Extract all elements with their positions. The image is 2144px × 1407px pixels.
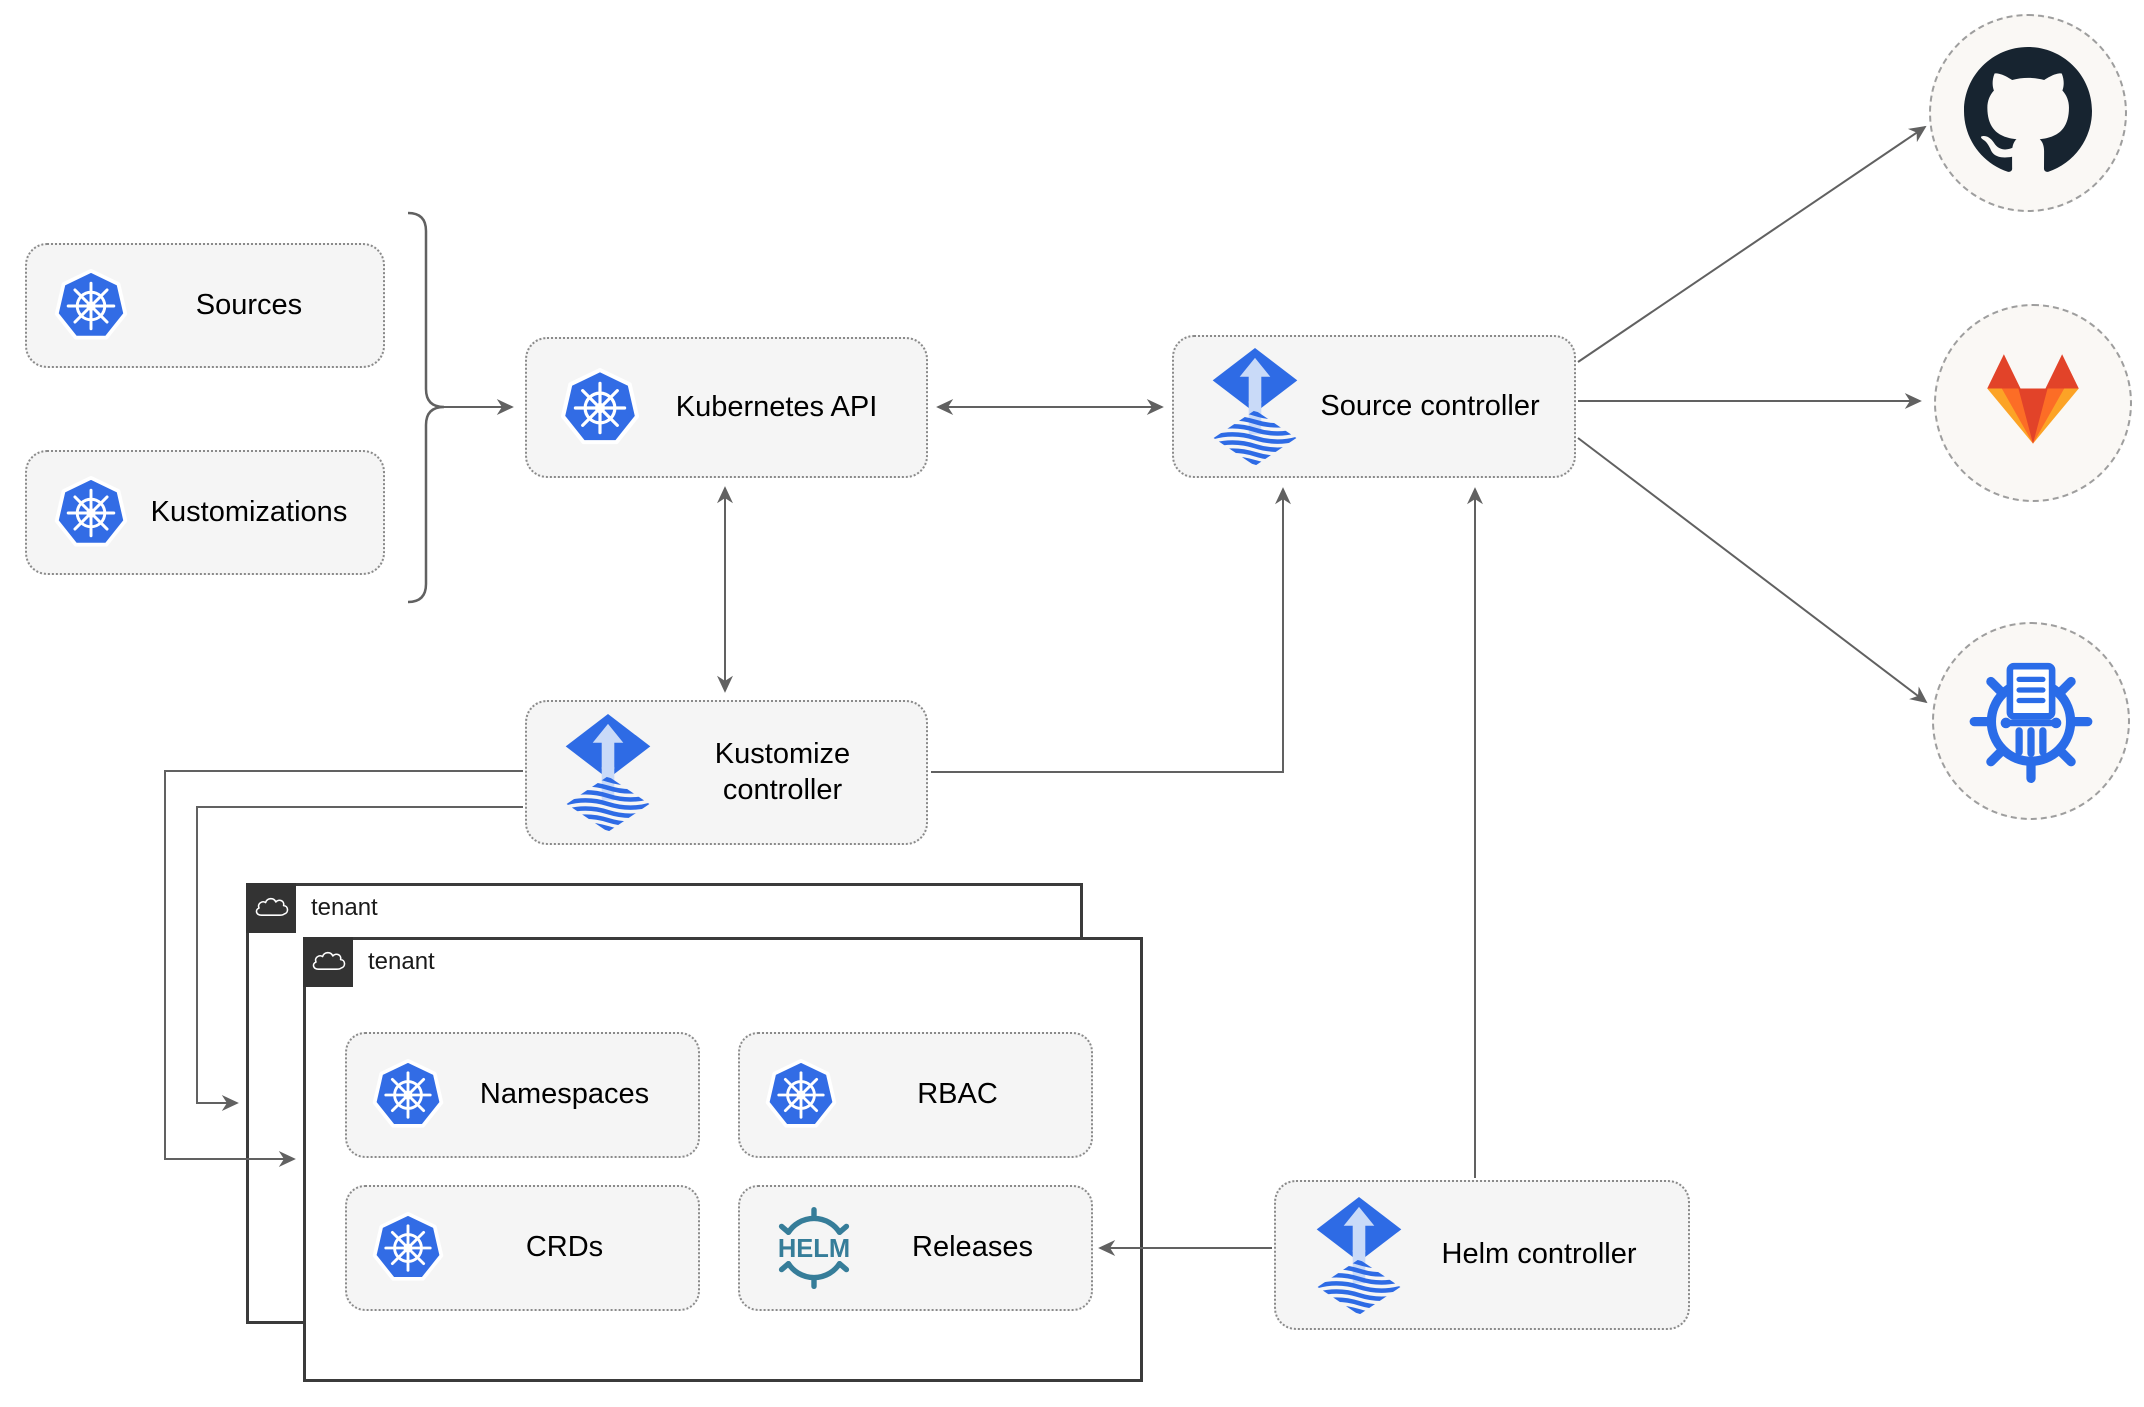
edge-kustomize-source (931, 487, 1291, 773)
node-kustomizations: Kustomizations (25, 450, 385, 575)
flux-icon (1210, 347, 1300, 466)
chartmuseum-icon (1965, 653, 2097, 790)
cloud-icon (303, 937, 353, 987)
gitlab-icon (1981, 353, 2085, 453)
node-kubernetes-api: Kubernetes API (525, 337, 928, 478)
helm-icon: HELM (760, 1207, 868, 1289)
flux-icon (1314, 1196, 1404, 1315)
endpoint-gitlab (1934, 304, 2132, 502)
edge-source-chartmuseum (1577, 437, 1928, 704)
edge-source-github (1577, 125, 1927, 363)
node-rbac: RBAC (738, 1032, 1093, 1158)
node-kustomize-controller: Kustomize controller (525, 700, 928, 845)
node-namespaces: Namespaces (345, 1032, 700, 1158)
node-label: Sources (195, 288, 303, 321)
group-bracket (407, 211, 445, 604)
kubernetes-icon (371, 1058, 445, 1132)
kubernetes-icon (371, 1211, 445, 1285)
endpoint-chartmuseum (1932, 622, 2130, 820)
flux-icon (563, 713, 653, 832)
kubernetes-icon (764, 1058, 838, 1132)
tenant-label: tenant (368, 948, 435, 975)
node-label: Releases (912, 1231, 1033, 1264)
node-label: Source controller (1320, 389, 1540, 422)
node-helm-controller: Helm controller (1274, 1180, 1690, 1330)
tenant-label: tenant (311, 894, 378, 921)
node-label: Kustomizations (150, 495, 348, 528)
github-icon (1964, 46, 2092, 180)
node-source-controller: Source controller (1172, 335, 1576, 478)
node-label: RBAC (917, 1078, 998, 1111)
node-label: Kustomize controller (714, 737, 851, 806)
tenant-box-inner: tenant (303, 937, 1143, 1382)
node-releases: HELM Releases (738, 1185, 1093, 1311)
kubernetes-icon (559, 367, 641, 449)
node-sources: Sources (25, 243, 385, 368)
node-label: Kubernetes API (675, 390, 878, 423)
kubernetes-icon (53, 475, 129, 551)
node-label: Helm controller (1441, 1238, 1637, 1271)
kubernetes-icon (53, 268, 129, 344)
node-crds: CRDs (345, 1185, 700, 1311)
endpoint-github (1929, 14, 2127, 212)
node-label: Namespaces (479, 1078, 650, 1111)
helm-logo-text: HELM (778, 1235, 850, 1263)
cloud-icon (246, 883, 296, 933)
node-label: CRDs (525, 1231, 604, 1264)
